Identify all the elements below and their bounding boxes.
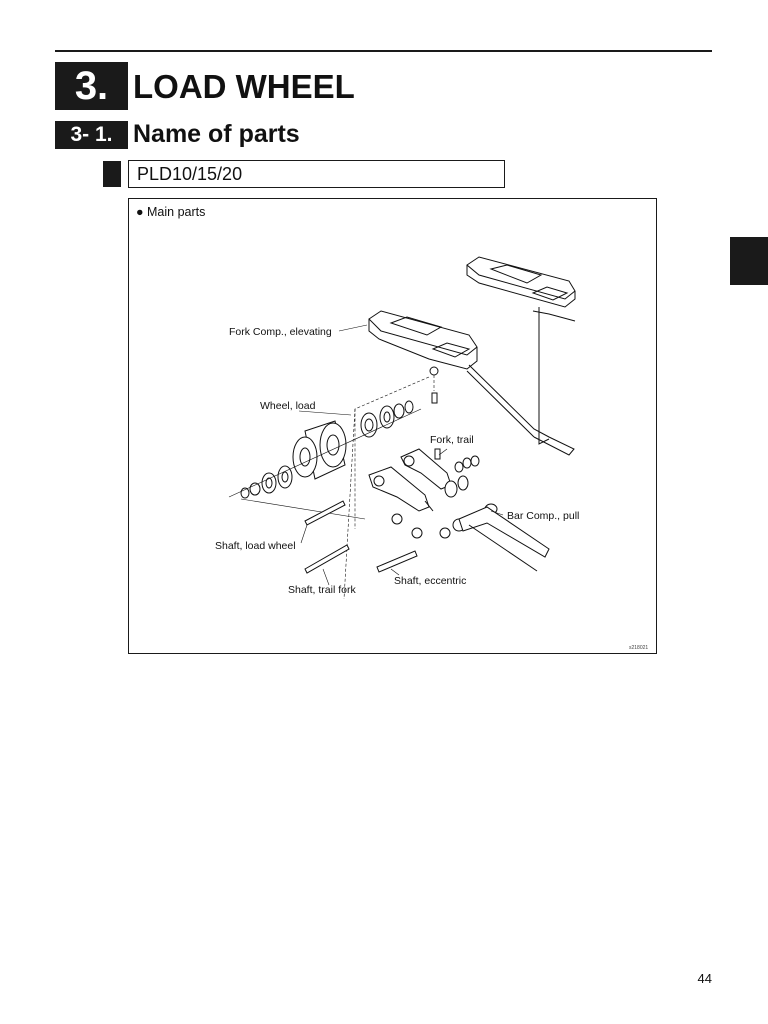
top-rule	[55, 50, 712, 52]
model-marker	[103, 161, 121, 187]
shafts-drawing	[304, 500, 451, 574]
label-fork-comp: Fork Comp., elevating	[229, 326, 332, 338]
section-title: Name of parts	[133, 120, 300, 148]
side-tab	[730, 237, 768, 285]
fork-comp-drawing	[368, 310, 575, 456]
figure-code: s218021	[629, 645, 648, 651]
model-label: PLD10/15/20	[128, 160, 505, 188]
label-wheel-load: Wheel, load	[260, 400, 316, 412]
figure-caption: ● Main parts	[136, 205, 206, 219]
wheel-load-drawing	[240, 400, 414, 499]
label-bar-comp: Bar Comp., pull	[507, 510, 579, 522]
section-number: 3- 1.	[55, 121, 128, 149]
rear-fork-drawing	[466, 256, 576, 445]
fork-trail-drawing	[368, 448, 480, 512]
chapter-number: 3.	[55, 62, 128, 110]
label-fork-trail: Fork, trail	[430, 434, 474, 446]
page-number: 44	[697, 971, 712, 986]
bar-comp-drawing	[424, 500, 550, 572]
exploded-diagram: Fork Comp., elevating Wheel, load Fork, …	[215, 256, 648, 651]
label-shaft-trail-fork: Shaft, trail fork	[288, 584, 356, 596]
chapter-title: LOAD WHEEL	[133, 68, 355, 105]
label-shaft-eccentric: Shaft, eccentric	[394, 575, 466, 587]
label-shaft-load-wheel: Shaft, load wheel	[215, 540, 296, 552]
parts-figure: ● Main parts	[128, 198, 657, 654]
